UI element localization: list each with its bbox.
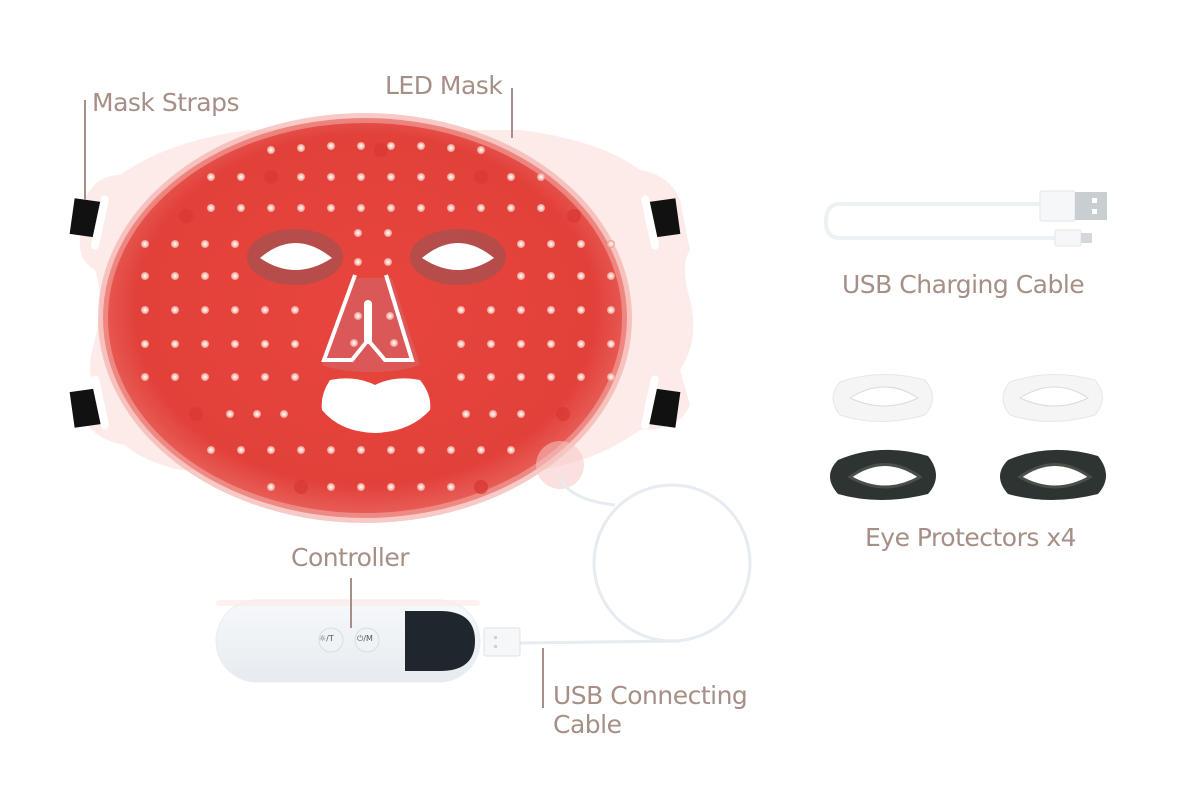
- eye-protector-white-left: [832, 374, 933, 422]
- eye-protector-white-right: [1002, 374, 1103, 422]
- leader-line-led-mask: [511, 88, 513, 138]
- label-controller: Controller: [291, 543, 409, 572]
- label-usb-connecting-cable-line1: USB Connecting: [553, 681, 748, 710]
- label-mask-straps: Mask Straps: [92, 88, 240, 117]
- eye-protector-dark-right: [1000, 449, 1106, 500]
- controller-button-power-mode[interactable]: [354, 627, 380, 653]
- mask-eye-holes: [247, 229, 506, 285]
- controller-button-brightness-timer-label: ☼/T: [319, 634, 334, 643]
- eye-protector-dark-left: [830, 449, 936, 500]
- controller-device: [215, 599, 521, 683]
- leader-line-usb-connecting-cable: [542, 648, 544, 708]
- label-usb-charging-cable: USB Charging Cable: [842, 270, 1085, 299]
- controller-button-power-mode-label: ⏻/M: [357, 634, 373, 643]
- usb-connecting-cable: [519, 477, 752, 645]
- mask-strap-top-left: [69, 198, 103, 238]
- label-eye-protectors: Eye Protectors x4: [865, 523, 1077, 552]
- leader-line-mask-straps: [84, 100, 86, 200]
- label-usb-connecting-cable-line2: Cable: [553, 710, 622, 739]
- led-mask: [69, 113, 694, 523]
- mask-strap-bottom-right: [647, 388, 681, 428]
- led-array: [141, 142, 615, 491]
- leader-line-controller: [350, 578, 352, 628]
- mask-nose-mouth-cutout: [321, 274, 431, 433]
- controller-button-brightness-timer[interactable]: [318, 627, 344, 653]
- mask-strap-bottom-left: [69, 388, 103, 428]
- label-led-mask: LED Mask: [385, 71, 503, 100]
- usb-charging-cable: [823, 190, 1107, 247]
- mask-strap-top-right: [647, 198, 681, 238]
